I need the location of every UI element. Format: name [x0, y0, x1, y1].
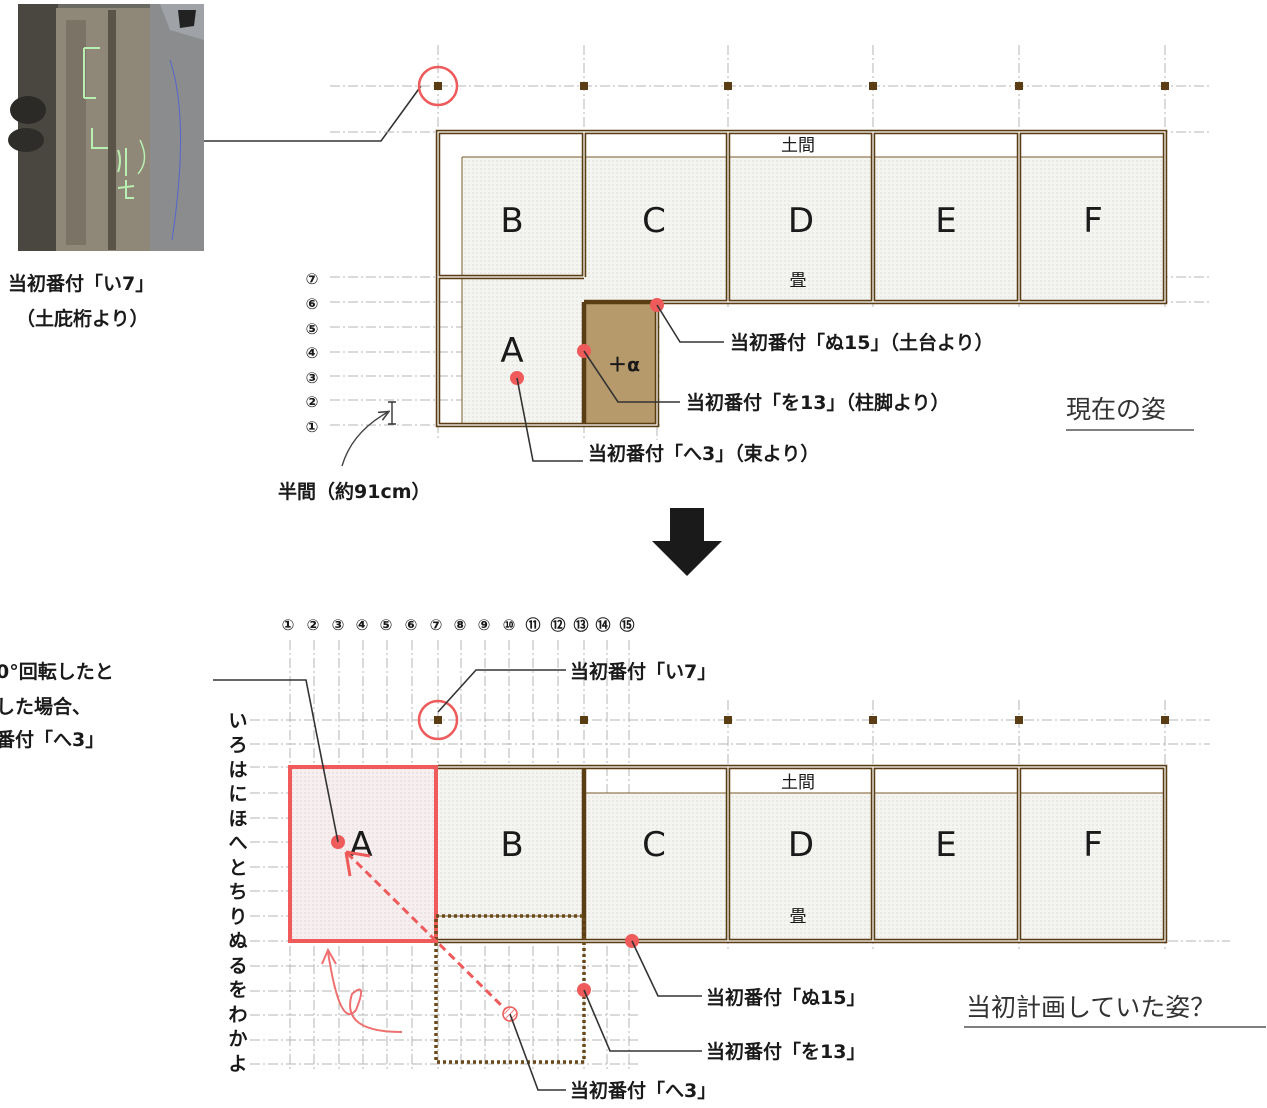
col-num: ⑨ [478, 616, 491, 634]
iroha-label: と [228, 857, 247, 879]
rotation-note-3: 番付「へ3」 [0, 728, 104, 751]
down-arrow [652, 508, 722, 576]
col-num: ⑮ [619, 616, 634, 634]
top-room-e: E [935, 201, 956, 241]
top-plan: B C D E F A 土間 畳 ＋α ⑦ ⑥ ⑤ ④ ③ ② ① 当初番付「ぬ… [278, 45, 1210, 503]
bottom-doma-label: 土間 [781, 773, 815, 793]
top-room-d: D [788, 201, 814, 241]
top-room-c: C [642, 201, 666, 241]
bottom-caption: 当初計画していた姿？ [966, 993, 1215, 1022]
top-row-1: ① [306, 418, 319, 436]
col-num: ⑧ [454, 616, 467, 634]
bottom-i7-circle [417, 699, 459, 741]
top-caption: 現在の姿 [1066, 395, 1166, 424]
timber-photo [8, 4, 204, 251]
iroha-label: に [228, 783, 247, 805]
col-num: ⑪ [525, 616, 540, 634]
top-row-7: ⑦ [306, 270, 319, 288]
col-num: ③ [332, 616, 345, 634]
top-i7-circle [417, 65, 459, 107]
bottom-room-b: B [500, 825, 523, 865]
top-row-2: ② [306, 393, 319, 411]
col-num: ⑥ [405, 616, 418, 634]
iroha-label: り [228, 906, 247, 928]
hanken-label: 半間（約91cm） [278, 480, 431, 503]
top-row-5: ⑤ [306, 320, 319, 338]
bottom-callout-nu15: 当初番付「ぬ15」 [706, 986, 865, 1009]
photo-leader-line [204, 85, 422, 142]
col-num: ⑭ [595, 616, 610, 634]
bottom-callout-i7: 当初番付「い7」 [570, 660, 716, 683]
top-room-a-area [462, 277, 584, 425]
top-callout-he3: 当初番付「へ3」（束より） [588, 442, 819, 465]
col-num: ⑬ [573, 616, 588, 634]
bottom-room-a-outline [288, 765, 438, 943]
top-post-markers [434, 82, 1169, 90]
rotation-curl [327, 951, 403, 1033]
top-room-b: B [500, 201, 523, 241]
bottom-col-numbers: ① ② ③ ④ ⑤ ⑥ ⑦ ⑧ ⑨ ⑩ ⑪ ⑫ ⑬ ⑭ ⑮ [282, 616, 635, 634]
bottom-room-e: E [935, 825, 956, 865]
bottom-room-a: A [349, 825, 372, 865]
col-num: ④ [356, 616, 369, 634]
col-num: ⑤ [380, 616, 393, 634]
iroha-label: ぬ [228, 930, 247, 952]
original-position-outline [434, 914, 586, 1064]
top-row-6: ⑥ [306, 295, 319, 313]
top-alpha-label: ＋α [608, 354, 640, 376]
top-row-4: ④ [306, 344, 319, 362]
bottom-callout-wo13: 当初番付「を13」 [706, 1040, 865, 1063]
top-room-a: A [500, 331, 523, 371]
bottom-room-f: F [1083, 825, 1103, 865]
col-num: ⑦ [430, 616, 443, 634]
iroha-label: ほ [228, 808, 247, 830]
bottom-plan: ① ② ③ ④ ⑤ ⑥ ⑦ ⑧ ⑨ ⑩ ⑪ ⑫ ⑬ ⑭ ⑮ い ろ は に ほ … [0, 616, 1266, 1102]
rotation-note-2: した場合、 [0, 695, 91, 718]
iroha-label: は [228, 759, 247, 781]
bottom-tatami-label: 畳 [790, 907, 807, 927]
bottom-iroha-labels: い ろ は に ほ へ と ち り ぬ る を わ か よ [228, 710, 247, 1075]
col-num: ⑩ [503, 616, 516, 634]
top-tatami-label: 畳 [790, 271, 807, 291]
top-callout-nu15: 当初番付「ぬ15」（土台より） [730, 331, 994, 354]
iroha-label: へ [228, 832, 247, 854]
iroha-label: か [228, 1028, 247, 1050]
iroha-label: る [228, 955, 247, 977]
iroha-label: わ [228, 1004, 247, 1026]
photo-caption-2: （土庇桁より） [16, 307, 149, 330]
iroha-label: い [228, 710, 247, 732]
iroha-label: ろ [228, 734, 247, 756]
col-num: ② [307, 616, 320, 634]
iroha-label: を [228, 979, 247, 1001]
bottom-post-markers [434, 716, 1169, 724]
bottom-room-b-area [438, 767, 584, 941]
top-room-f: F [1083, 201, 1103, 241]
bottom-room-c: C [642, 825, 666, 865]
bottom-room-d: D [788, 825, 814, 865]
top-callout-wo13: 当初番付「を13」（柱脚より） [686, 391, 950, 414]
iroha-label: よ [228, 1053, 247, 1075]
photo-caption-1: 当初番付「い7」 [8, 272, 154, 295]
col-num: ① [282, 616, 295, 634]
col-num: ⑫ [550, 616, 565, 634]
rotation-note-1: 0°回転したと [0, 661, 114, 683]
iroha-label: ち [228, 881, 247, 903]
top-alpha-area [584, 302, 657, 425]
top-row-3: ③ [306, 369, 319, 387]
top-doma-label: 土間 [781, 136, 815, 156]
bottom-callout-he3: 当初番付「へ3」 [570, 1079, 716, 1102]
